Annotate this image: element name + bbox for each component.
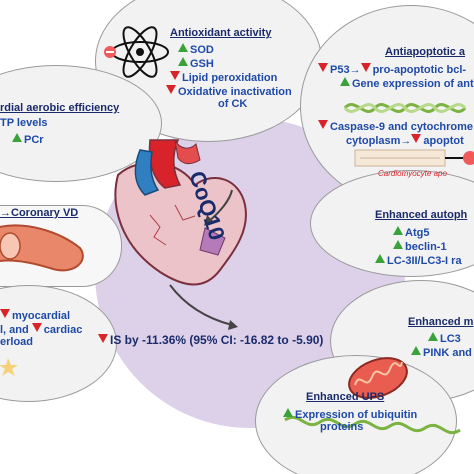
autophagy-title: Enhanced autoph xyxy=(375,209,468,221)
down-arrow-icon xyxy=(31,323,42,332)
antioxidant-line-5: of CK xyxy=(218,98,248,110)
mitophagy-line-1: LC3 xyxy=(428,332,461,345)
aerobic-line-1: TP levels xyxy=(0,117,48,129)
antioxidant-title: Antioxidant activity xyxy=(170,27,272,39)
up-arrow-icon xyxy=(178,57,188,66)
down-arrow-icon xyxy=(360,63,371,72)
coronary-title: →Coronary VD xyxy=(0,207,79,219)
down-arrow-icon xyxy=(318,120,328,129)
cardiomyocyte-caption: Cardiomyocyte apo xyxy=(378,169,447,178)
down-arrow-icon xyxy=(318,63,328,72)
myocardial-line-2: l, and cardiac xyxy=(0,323,83,336)
aerobic-title: rdial aerobic efficiency xyxy=(0,102,120,114)
up-arrow-icon xyxy=(283,408,293,417)
dna-strand-icon xyxy=(343,103,467,113)
heart-icon xyxy=(114,139,247,286)
antiapoptotic-line-1: P53→pro-apoptotic bcl- xyxy=(318,63,466,76)
ups-line-1: Expression of ubiquitin xyxy=(283,408,417,421)
blood-vessel-icon xyxy=(0,224,84,272)
antioxidant-line-3: Lipid peroxidation xyxy=(170,71,277,84)
up-arrow-icon xyxy=(340,77,350,86)
mitochondrion-icon xyxy=(348,357,408,399)
ubiquitin-protein-icon xyxy=(284,416,461,434)
down-arrow-icon xyxy=(166,85,176,94)
up-arrow-icon xyxy=(375,254,385,263)
down-arrow-icon xyxy=(98,334,108,343)
up-arrow-icon xyxy=(428,332,438,341)
autophagy-line-3: LC-3II/LC3-I ra xyxy=(375,254,462,267)
infarct-size-result: IS by -11.36% (95% CI: -16.82 to -5.90) xyxy=(98,334,323,346)
antiapoptotic-line-2: Gene expression of antia xyxy=(340,77,474,90)
cardiomyocyte-icon xyxy=(354,149,474,167)
antiapoptotic-line-4: cytoplasm→apoptot xyxy=(346,134,464,147)
antioxidant-line-1: SOD xyxy=(178,43,214,56)
is-arrow xyxy=(169,284,233,326)
ups-line-2: proteins xyxy=(320,421,364,433)
star-icon xyxy=(0,358,18,376)
myocardial-line-3: erload xyxy=(0,336,34,348)
antiapoptotic-title: Antiapoptotic a xyxy=(385,46,466,58)
up-arrow-icon xyxy=(393,226,403,235)
autophagy-line-2: beclin-1 xyxy=(393,240,447,253)
mitophagy-line-2: PINK and xyxy=(411,346,472,359)
down-arrow-icon xyxy=(170,71,180,80)
antioxidant-line-4: Oxidative inactivation xyxy=(166,85,292,98)
mitophagy-title: Enhanced m xyxy=(408,316,474,328)
aerobic-line-2: PCr xyxy=(12,133,44,146)
antioxidant-line-2: GSH xyxy=(178,57,214,70)
atom-icon xyxy=(104,26,169,78)
down-arrow-icon xyxy=(411,134,422,143)
autophagy-line-1: Atg5 xyxy=(393,226,429,239)
ups-title: Enhanced UPS xyxy=(306,391,385,403)
aerobic-bubble xyxy=(0,65,162,182)
antiapoptotic-line-3: Caspase-9 and cytochrome xyxy=(318,120,473,133)
up-arrow-icon xyxy=(12,133,22,142)
autophagy-bubble xyxy=(310,170,474,277)
up-arrow-icon xyxy=(393,240,403,249)
myocardial-line-1: myocardial xyxy=(0,309,70,322)
up-arrow-icon xyxy=(411,346,421,355)
down-arrow-icon xyxy=(0,309,10,318)
up-arrow-icon xyxy=(178,43,188,52)
